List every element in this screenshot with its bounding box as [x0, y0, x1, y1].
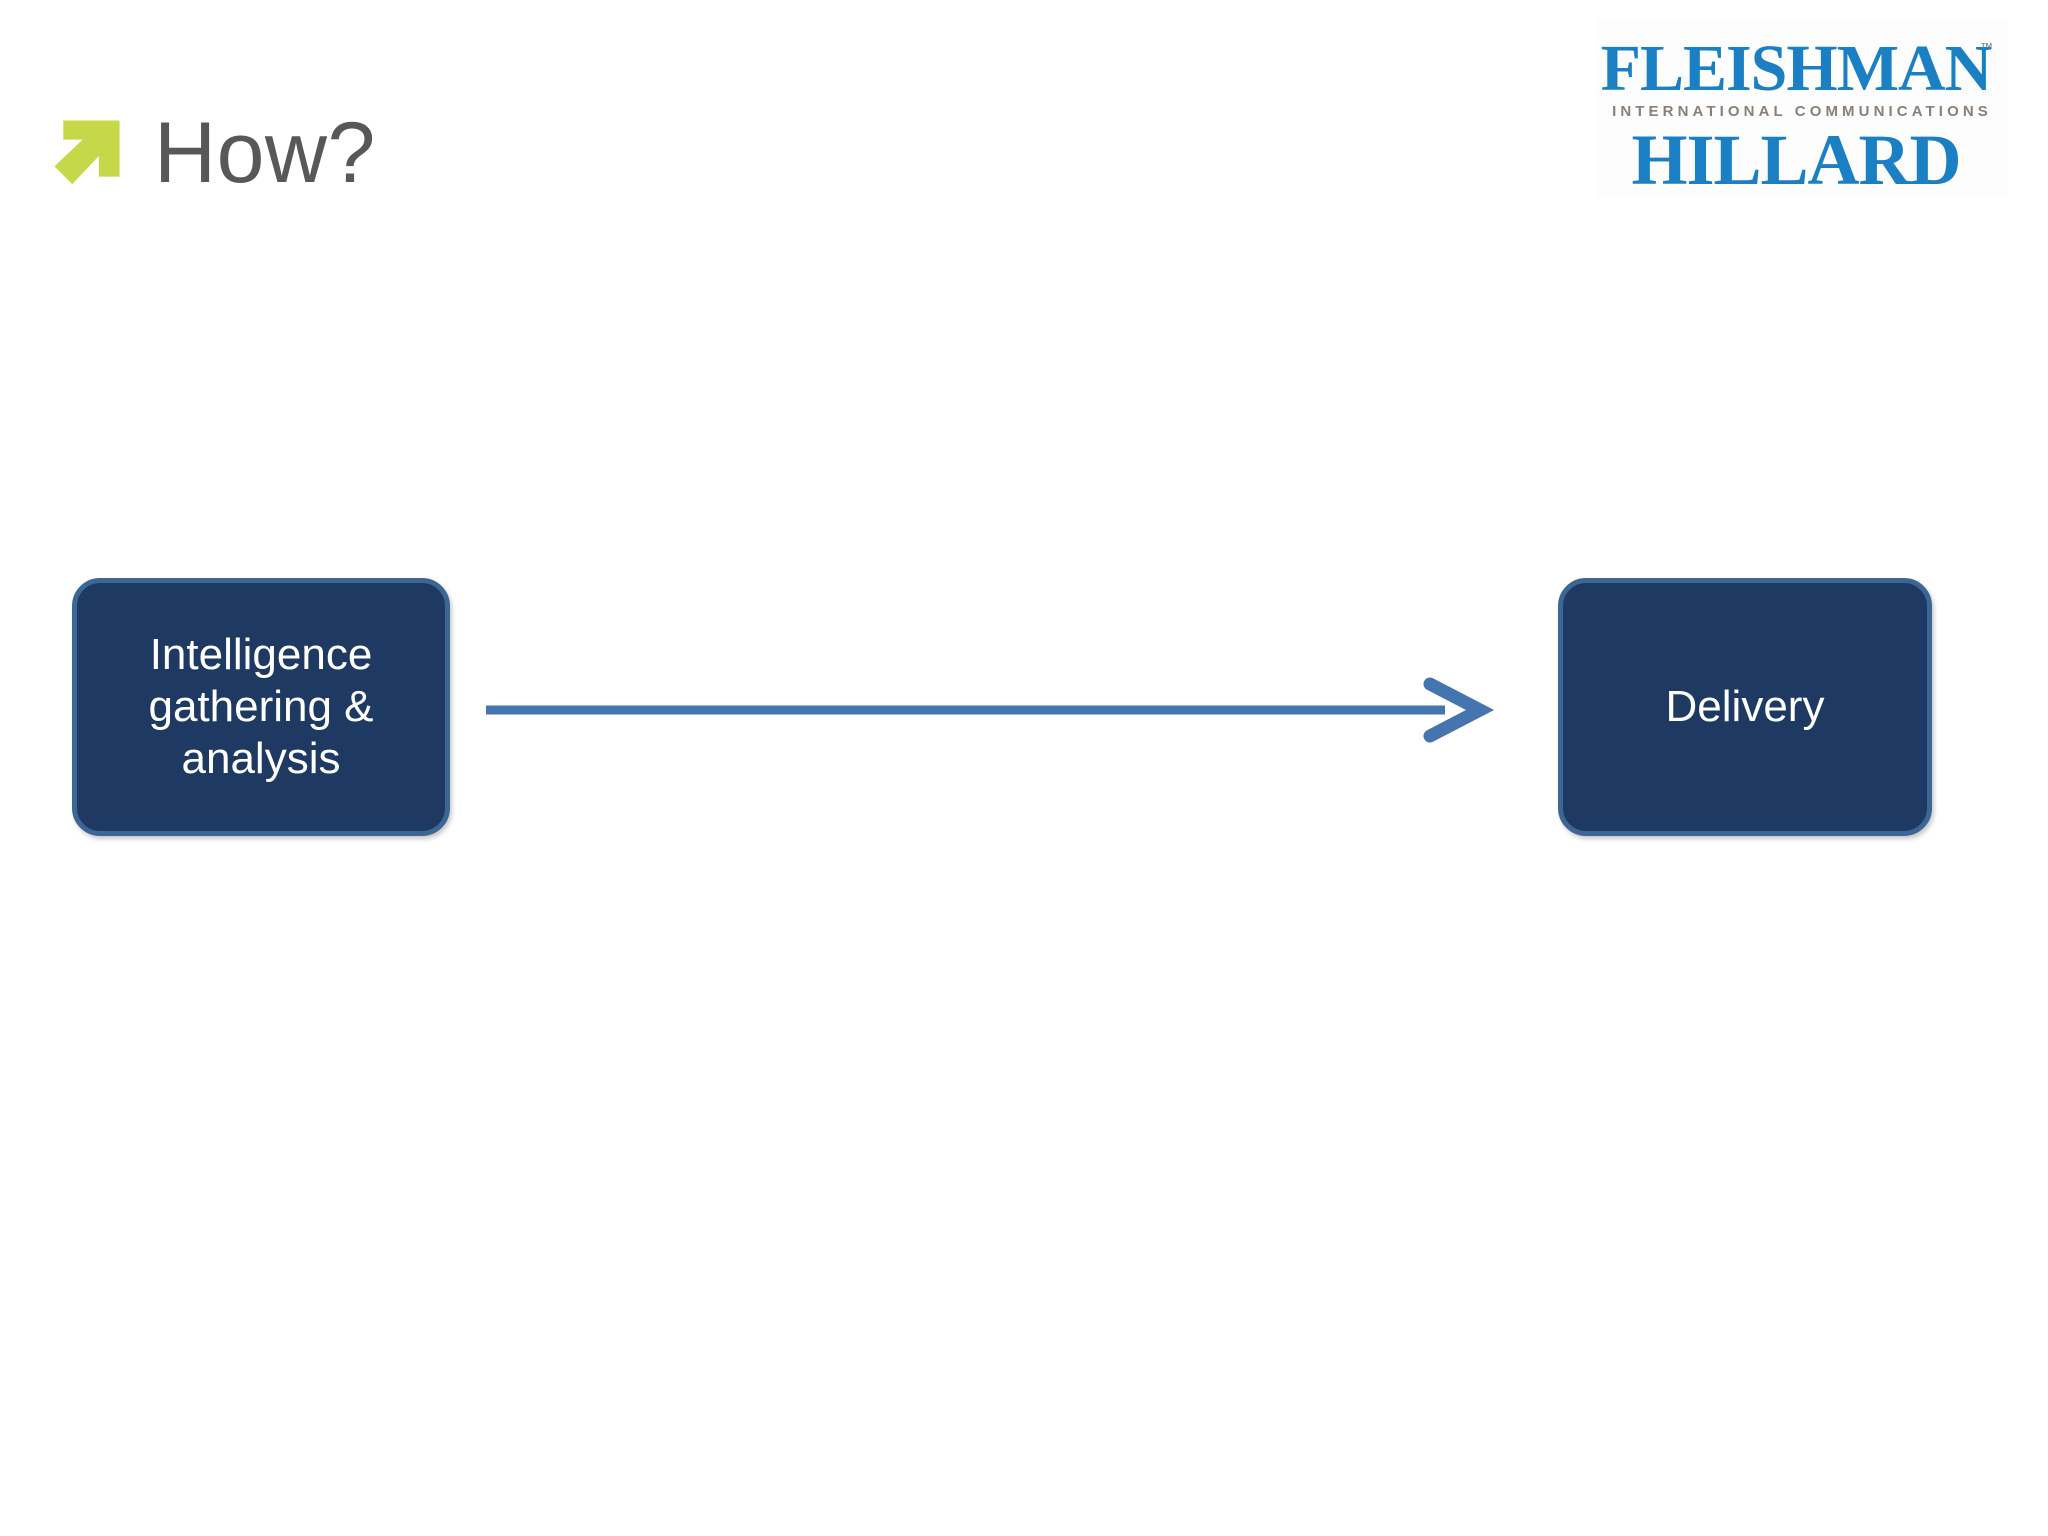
slide-title-block: How? [50, 110, 376, 196]
flow-node-intelligence[interactable]: Intelligence gathering & analysis [72, 578, 450, 836]
trademark-symbol: ™ [1980, 40, 1993, 55]
fleishman-hillard-logo: FLEISHMAN ™ INTERNATIONAL COMMUNICATIONS… [1596, 18, 2008, 198]
logo-primary-text: FLEISHMAN [1600, 32, 1993, 105]
arrow-up-right-icon [54, 120, 120, 185]
flow-connector-arrow-icon [486, 677, 1495, 743]
flow-node-delivery-label: Delivery [1665, 682, 1825, 732]
flow-node-intelligence-label: Intelligence gathering & analysis [148, 630, 374, 783]
logo-secondary-text: HILLARD [1631, 120, 1961, 200]
logo-tagline-text: INTERNATIONAL COMMUNICATIONS [1612, 103, 1992, 120]
flow-node-delivery[interactable]: Delivery [1558, 578, 1932, 836]
page-title: How? [154, 105, 376, 201]
